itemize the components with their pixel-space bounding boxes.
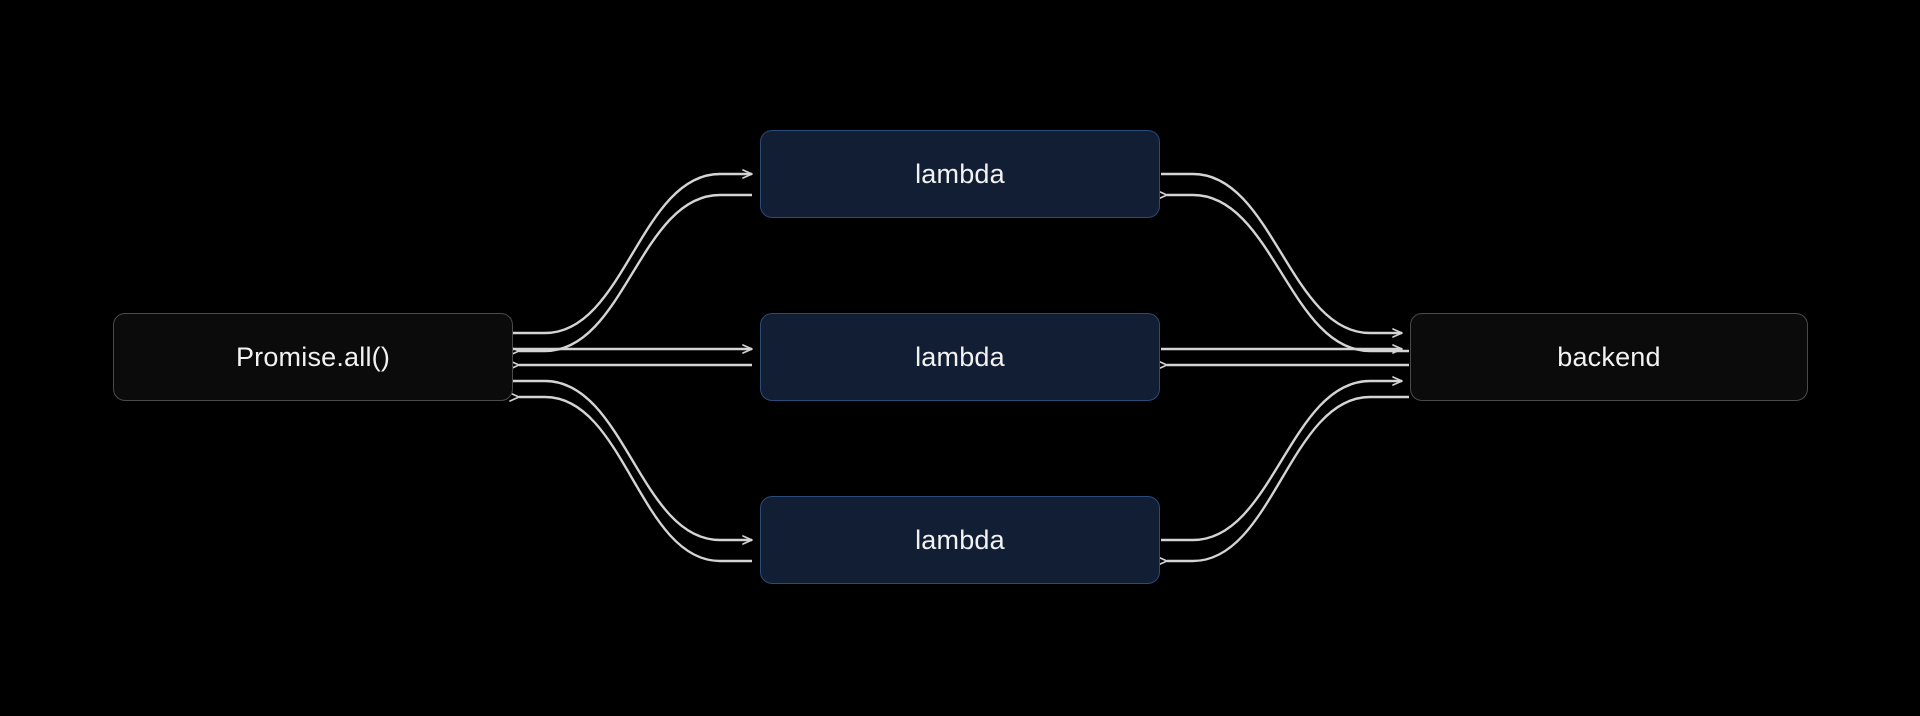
edge-lambda-bottom-to-promise	[509, 392, 752, 563]
node-lambda-bottom-label: lambda	[915, 524, 1005, 555]
edge-backend-to-lambda-top	[1157, 190, 1409, 353]
node-lambda-top-label: lambda	[915, 158, 1005, 189]
node-promise-all[interactable]: Promise.all()	[113, 313, 513, 401]
node-backend[interactable]: backend	[1410, 313, 1808, 401]
node-lambda-middle[interactable]: lambda	[760, 313, 1160, 401]
edge-promise-to-lambda-top	[513, 169, 753, 335]
node-backend-label: backend	[1557, 341, 1661, 372]
node-promise-all-label: Promise.all()	[235, 341, 391, 372]
edge-promise-to-lambda-bottom	[513, 379, 753, 545]
node-lambda-top[interactable]: lambda	[760, 130, 1160, 218]
edge-backend-to-lambda-bottom	[1157, 395, 1409, 566]
node-lambda-middle-label: lambda	[915, 341, 1005, 372]
node-lambda-bottom[interactable]: lambda	[760, 496, 1160, 584]
edge-lambda-top-to-backend	[1161, 172, 1403, 338]
edge-lambda-bottom-to-backend	[1161, 376, 1403, 542]
edge-lambda-top-to-promise	[509, 193, 752, 356]
